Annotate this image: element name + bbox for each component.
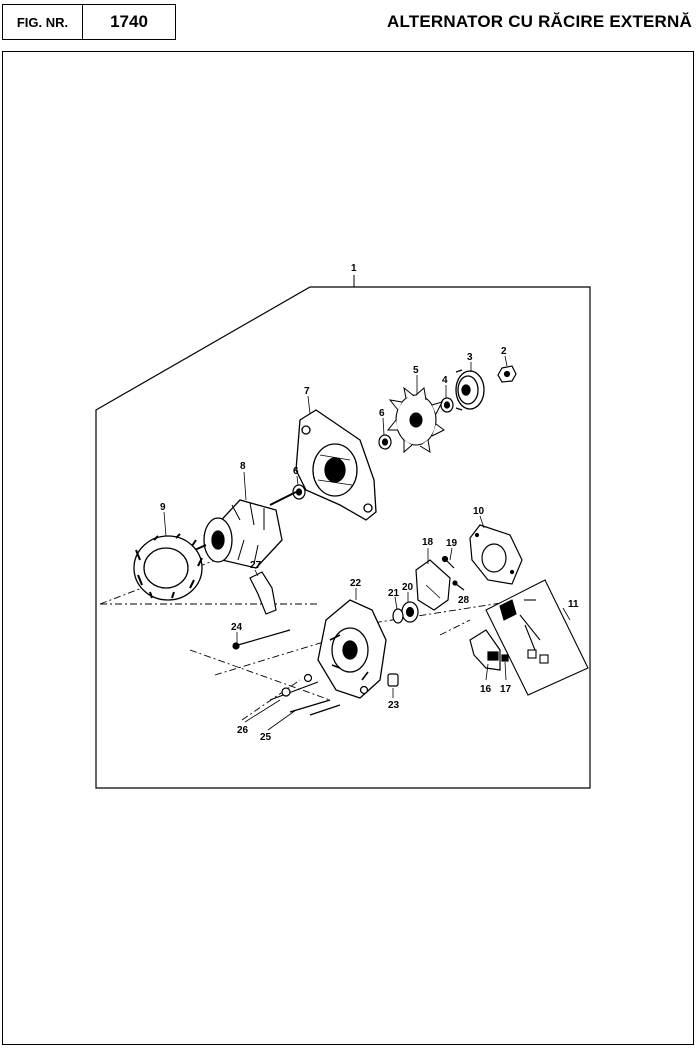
part-21-spacer xyxy=(392,608,404,624)
part-28-clip xyxy=(452,580,465,591)
part-24-bolt xyxy=(232,629,291,650)
callout-20: 20 xyxy=(402,582,414,593)
part-11-regulator xyxy=(485,579,589,696)
callout-22: 22 xyxy=(350,578,362,589)
callout-21: 21 xyxy=(388,588,400,599)
leader-lines xyxy=(163,355,571,731)
callout-18: 18 xyxy=(422,537,434,548)
page-title: ALTERNATOR CU RĂCIRE EXTERNĂ xyxy=(387,12,692,31)
callout-17: 17 xyxy=(500,684,512,695)
part-2-nut xyxy=(497,365,517,383)
callout-5: 5 xyxy=(413,365,419,376)
callout-26: 26 xyxy=(237,725,249,736)
callout-16: 16 xyxy=(480,684,492,695)
part-9-stator xyxy=(133,533,203,601)
callout-9: 9 xyxy=(160,502,166,513)
part-16-17-brush-holder xyxy=(469,629,509,671)
part-6-spacer-upper xyxy=(378,434,392,450)
part-18-cover xyxy=(415,559,451,611)
assembly-boundary xyxy=(95,286,591,789)
part-3-pulley xyxy=(455,369,485,411)
part-6-bearing-lower xyxy=(292,484,306,500)
callout-6-lower: 6 xyxy=(293,466,299,477)
callout-10: 10 xyxy=(473,506,485,517)
callout-11: 11 xyxy=(568,599,579,610)
callout-7: 7 xyxy=(304,386,310,397)
callout-3: 3 xyxy=(467,352,473,363)
callout-23: 23 xyxy=(388,700,400,711)
part-5-fan xyxy=(386,386,445,454)
part-20-bearing xyxy=(401,601,419,623)
callout-27: 27 xyxy=(250,560,262,571)
callout-24: 24 xyxy=(231,622,243,633)
part-27-cover xyxy=(249,571,277,615)
callout-19: 19 xyxy=(446,538,458,549)
callout-25: 25 xyxy=(260,732,272,743)
part-8-rotor xyxy=(189,491,297,569)
figure-number-box: FIG. NR. 1740 xyxy=(2,4,176,40)
callout-4: 4 xyxy=(442,375,448,386)
callout-6-upper: 6 xyxy=(379,408,385,419)
part-25-26-bolts xyxy=(269,673,341,716)
part-19-screw xyxy=(441,555,455,569)
figure-label: FIG. NR. xyxy=(3,5,83,39)
callout-1: 1 xyxy=(351,263,357,274)
part-10-plate xyxy=(469,524,523,585)
callout-2: 2 xyxy=(501,346,507,357)
figure-number: 1740 xyxy=(110,12,148,31)
callout-8: 8 xyxy=(240,461,246,472)
part-7-drive-end-frame xyxy=(295,409,377,521)
part-4-spacer xyxy=(440,397,454,413)
part-22-rear-frame xyxy=(317,599,387,699)
part-23-bushing xyxy=(387,673,399,687)
drawing-frame xyxy=(2,51,694,1045)
callout-28: 28 xyxy=(458,595,470,606)
